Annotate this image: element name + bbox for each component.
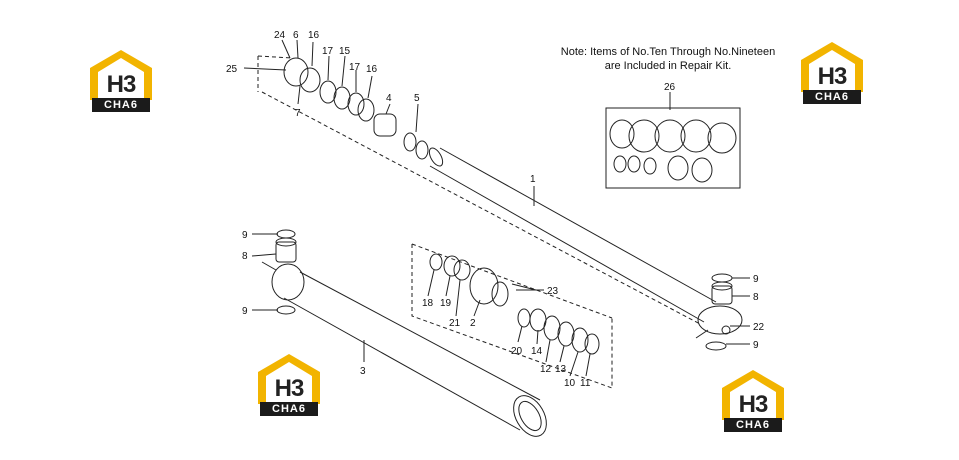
logo-bar-text: CHA6 [92,98,150,112]
logo-brand-text: H3 [274,375,305,402]
callout-12: 12 [540,364,552,375]
callout-7: 7 [295,108,301,119]
callout-17: 17 [322,46,334,57]
callout-9: 9 [242,306,248,317]
logo-brand-text: H3 [738,391,769,418]
leader-lines [243,39,750,377]
logo-roof-icon [722,370,784,420]
callout-10: 10 [564,378,576,389]
callout-9: 9 [753,340,759,351]
callout-1: 1 [530,174,536,185]
callout-15: 15 [339,46,351,57]
callout-16: 16 [366,64,378,75]
callout-17: 17 [349,62,361,73]
callout-18: 18 [422,298,434,309]
brand-logo-top-left: H3 CHA6 [86,48,156,114]
logo-roof-icon [90,50,152,100]
callout-14: 14 [531,346,543,357]
brand-logo-bottom-left: H3 CHA6 [254,352,324,418]
head-parts [283,57,429,160]
callout-8: 8 [753,292,759,303]
dashed-outlines [257,55,701,389]
callout-5: 5 [414,93,420,104]
callout-6: 6 [293,30,299,41]
logo-roof-icon [258,354,320,404]
cylinder-barrel [283,271,547,437]
callout-9: 9 [753,274,759,285]
repair-kit-note: Note: Items of No.Ten Through No.Ninetee… [558,45,778,73]
logo-brand-text: H3 [817,63,848,90]
callout-4: 4 [386,93,392,104]
logo-bar-text: CHA6 [260,402,318,416]
note-line-1: Note: Items of No.Ten Through No.Ninetee… [560,46,776,58]
callout-11: 11 [580,378,591,389]
cylinder-base-eye [261,229,305,315]
callout-3: 3 [360,366,366,377]
callout-19: 19 [440,298,452,309]
piston-group [429,253,600,355]
callout-26: 26 [664,82,676,93]
rod-eye [695,273,743,351]
callout-22: 22 [753,322,765,333]
brand-logo-top-right: H3 CHA6 [797,40,867,106]
piston-rod [428,147,717,323]
repair-kit-box [605,107,741,189]
callout-labels: 24 6 16 17 15 17 16 25 7 4 5 1 26 9 8 9 … [226,30,765,389]
callout-9: 9 [242,230,248,241]
callout-8: 8 [242,251,248,262]
note-line-2: are Included in Repair Kit. [604,60,732,72]
logo-bar-text: CHA6 [803,90,861,104]
logo-brand-text: H3 [106,71,137,98]
logo-roof-icon [801,42,863,92]
callout-16: 16 [308,30,320,41]
callout-25: 25 [226,64,238,75]
callout-24: 24 [274,30,286,41]
callout-21: 21 [449,318,461,329]
brand-logo-bottom-right: H3 CHA6 [718,368,788,434]
callout-23: 23 [547,286,559,297]
logo-bar-text: CHA6 [724,418,782,432]
callout-2: 2 [470,318,476,329]
callout-13: 13 [555,364,567,375]
callout-20: 20 [511,346,523,357]
